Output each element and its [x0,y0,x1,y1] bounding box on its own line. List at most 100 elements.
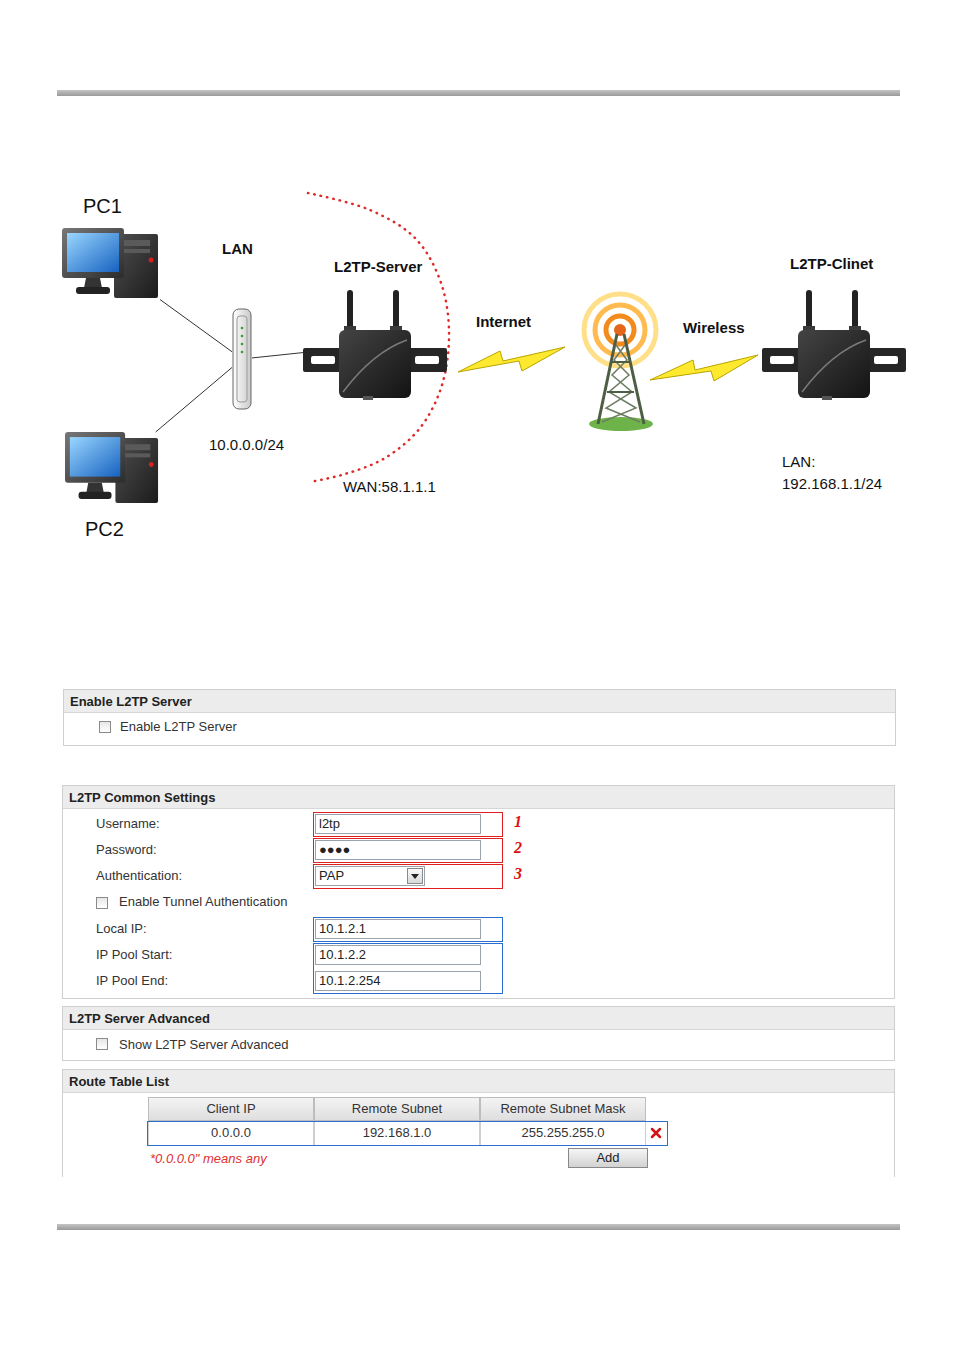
drawing-part [65,432,158,503]
table-header: Client IP [148,1101,314,1117]
pc-icon: PC1 [58,195,163,303]
drawing-part [481,1098,646,1121]
monitor [65,432,125,483]
router-foot [363,396,373,400]
drive-bay [121,444,150,450]
arrow-glyph [411,874,419,879]
password-input: ●●●● [315,840,481,860]
checkbox [99,721,111,733]
drawing-part [607,391,634,393]
network-link [156,367,232,432]
text-input: 10.1.2.1 [315,919,481,939]
link-label: Wireless [683,319,745,336]
node-text: Authentication: [96,868,182,884]
node-label: L2TP Common Settings [69,790,215,806]
drawing-part [314,918,503,942]
node-label: 10.1.2.2 [319,947,366,963]
port-led [241,335,244,338]
router-icon: L2TP-Server [300,258,450,403]
node-label: 10.0.0.0/24 [209,436,284,453]
route-table [148,1098,668,1146]
drawing-part [762,290,906,400]
drawing-part [584,294,656,366]
router-drawing [303,290,447,400]
drawing-part [315,1122,480,1146]
node-label: Route Table List [69,1074,169,1090]
drawing-part [314,813,503,837]
monitor-base [76,287,110,294]
port-led [241,327,244,330]
drive-bay [120,249,150,253]
drawing-part [315,1098,480,1121]
rail-slot [415,356,439,364]
drawing-part [149,1098,314,1121]
pc-drawing [62,228,160,300]
boundary-arc [308,193,449,482]
drawing-part [303,290,447,400]
port-led [241,343,244,346]
antenna [852,290,858,330]
router-body [798,330,870,398]
dropdown-arrow [408,869,422,883]
pc-drawing [65,432,160,505]
node-label: l2tp [319,816,340,832]
link-label: Internet [476,313,531,330]
drawing-part [314,865,503,889]
text-input: l2tp [315,814,481,834]
switch-icon: 10.0.0.0/24 [228,306,256,412]
drawing-part [481,1122,646,1146]
node-text: IP Pool End: [96,973,168,989]
address-label: WAN:58.1.1.1 [343,478,436,495]
node-text: IP Pool Start: [96,947,172,963]
switch-body [233,309,251,409]
select-box: PAP [315,866,425,886]
node-label: Enable L2TP Server [70,694,192,710]
drawing-part [602,345,640,422]
table-cell: 192.168.1.0 [314,1125,480,1141]
node-text: Password: [96,842,157,858]
screen [67,233,119,272]
table-cell: 0.0.0.0 [148,1125,314,1141]
node-label: PAP [319,868,344,884]
node-text: Show L2TP Server Advanced [119,1037,289,1053]
router-drawing [762,290,906,400]
bottom-rule [57,1224,900,1230]
drawing-part [606,316,634,344]
monitor [62,228,124,278]
network-label: LAN [222,240,253,257]
checkbox [96,897,108,909]
rail-slot [770,356,794,364]
radio-tower [584,294,656,431]
callout-number: 2 [514,839,522,857]
router-icon: L2TP-ClinetLAN: 192.168.1.1/24 [758,255,908,500]
power-led [149,258,154,263]
drawing-part [458,347,565,372]
node-label: L2TP-Clinet [790,255,873,272]
body-highlight [802,340,866,392]
switch-drawing [232,308,252,410]
drawing-part [314,839,503,863]
drive-bay [120,240,150,246]
table-header: Remote Subnet Mask [480,1101,646,1117]
top-rule [57,90,900,96]
drawing-part [624,334,644,424]
highlight-outline [314,813,503,994]
drawing-part [233,309,251,409]
drawing-part [650,355,758,381]
callout-number: 3 [514,865,522,883]
drive-bay [121,453,150,457]
add-button: Add [568,1148,648,1168]
callout-number: 1 [514,813,522,831]
text-input: 10.1.2.254 [315,971,481,991]
node-label: L2TP Server Advanced [69,1011,210,1027]
node-label: PC1 [83,195,122,218]
panel-header-bar [63,1070,894,1093]
rail-slot [874,356,898,364]
dropdown-button [407,868,423,884]
node-label: 10.1.2.254 [319,973,380,989]
network-link [252,353,303,358]
drawing-part [652,1129,660,1137]
drawing-part [148,1122,668,1146]
